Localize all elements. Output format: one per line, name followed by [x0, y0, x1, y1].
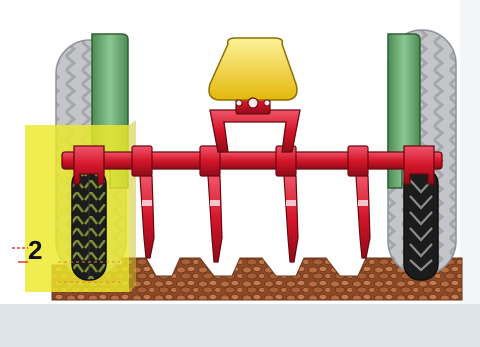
right-gauge-wheel [403, 167, 439, 281]
tool-frame [61, 145, 443, 185]
cultivator-tines [139, 175, 371, 263]
callout-number: 2 [28, 235, 43, 265]
left-gauge-wheel [71, 167, 107, 281]
depth-marker [12, 247, 120, 283]
hitch-yellow-housing [208, 37, 298, 101]
bottom-band [0, 304, 480, 347]
hitch [208, 37, 301, 153]
soil-bed [51, 257, 463, 301]
